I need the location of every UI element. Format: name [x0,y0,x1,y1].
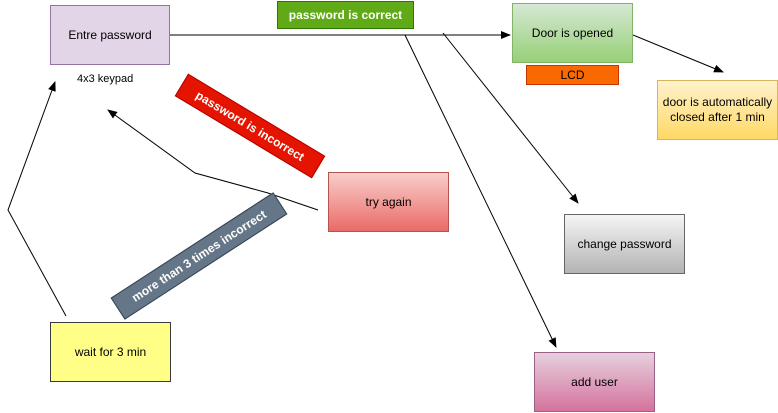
edge-wait-to-enter [7,81,67,317]
lcd-text: LCD [560,67,585,82]
keypad-label: 4x3 keypad [77,73,134,85]
edge-tryagain-to-enter [107,109,319,211]
door-closed-text: door is automatically closed after 1 min [662,95,773,124]
lcd-box: LCD [526,65,619,85]
door-opened-text: Door is opened [531,25,614,40]
change-password-text: change password [577,236,672,251]
door-opened-box: Door is opened [512,3,633,63]
wait-box: wait for 3 min [50,322,171,382]
enter-password-text: Entre password [68,27,152,42]
try-again-box: try again [328,172,449,232]
password-correct-label: password is correct [277,1,414,29]
enter-password-box: Entre password [50,5,170,65]
change-password-box: change password [564,214,685,274]
wait-text: wait for 3 min [74,344,147,359]
add-user-box: add user [534,352,655,412]
try-again-text: try again [365,194,412,209]
edge-to-change-password [442,32,579,204]
edge-to-add-user [404,34,557,348]
edge-door-to-closed [632,34,724,73]
door-closed-box: door is automatically closed after 1 min [657,80,778,140]
password-correct-text: password is correct [288,8,403,22]
add-user-text: add user [571,374,618,389]
